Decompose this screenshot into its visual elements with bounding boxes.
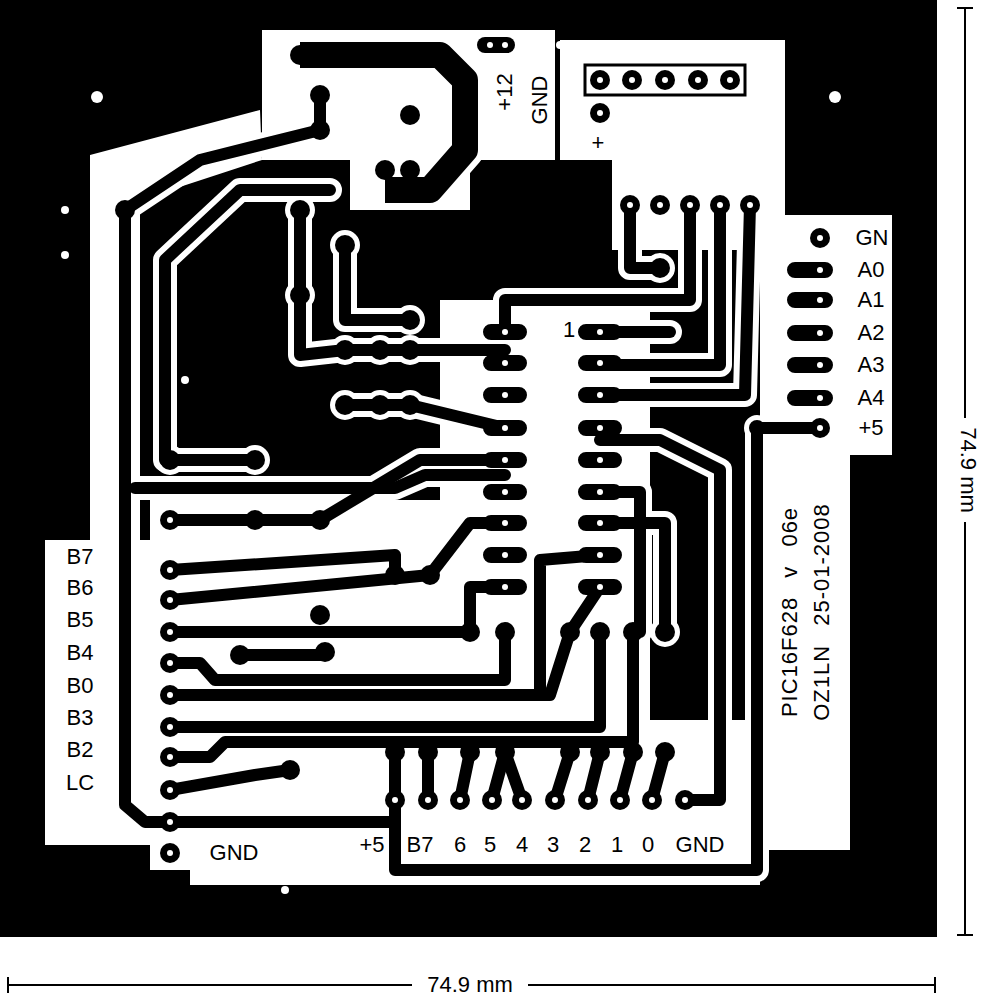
- pin-name: GND: [674, 833, 727, 857]
- drill-hole: [167, 42, 823, 856]
- pin-name: 4: [514, 833, 530, 857]
- pin-name: A2: [856, 321, 887, 345]
- pin-name: B0: [65, 674, 96, 698]
- pin-name: B5: [65, 608, 96, 632]
- pin-name: B7: [405, 833, 436, 857]
- board-author-date: OZ1LN 25-01-2008: [810, 501, 834, 723]
- board-title: PIC16F628 v 06e: [778, 505, 802, 719]
- dimension-line: [8, 8, 973, 993]
- round-pad: [115, 45, 830, 863]
- pin-name: GN: [854, 226, 891, 250]
- pin-name: 6: [452, 833, 468, 857]
- pin-name: A3: [856, 353, 887, 377]
- pin-name: 2: [577, 833, 593, 857]
- mounting-hole: [61, 41, 841, 894]
- pin-name: 1: [609, 833, 625, 857]
- cleared-area: [45, 30, 892, 885]
- oval-pad: [485, 45, 825, 587]
- pin-name: A0: [856, 258, 887, 282]
- net-label: +: [590, 131, 607, 155]
- pin-name: A4: [856, 386, 887, 410]
- pin-name: B4: [65, 641, 96, 665]
- pin-name: +5: [856, 416, 885, 440]
- pin-name: +5: [357, 833, 386, 857]
- pad-isolation: [485, 45, 825, 587]
- pin-name: LC: [64, 771, 96, 795]
- pin-name: GND: [208, 841, 261, 865]
- net-label: +12: [493, 71, 517, 112]
- pin-name: 0: [640, 833, 656, 857]
- pin-name: A1: [856, 288, 887, 312]
- pin-name: 3: [545, 833, 561, 857]
- pin-name: B6: [65, 576, 96, 600]
- pin-name: B2: [65, 738, 96, 762]
- pin-name: B7: [65, 545, 96, 569]
- dimension-label: 74.9 mm: [425, 973, 515, 997]
- net-label: GND: [528, 74, 552, 127]
- ground-pour: [0, 0, 937, 937]
- pin-name: B3: [65, 706, 96, 730]
- pin-name: 5: [482, 833, 498, 857]
- pin-one-marker: 1: [561, 318, 577, 342]
- dimension-label: 74.9 mm: [956, 425, 980, 515]
